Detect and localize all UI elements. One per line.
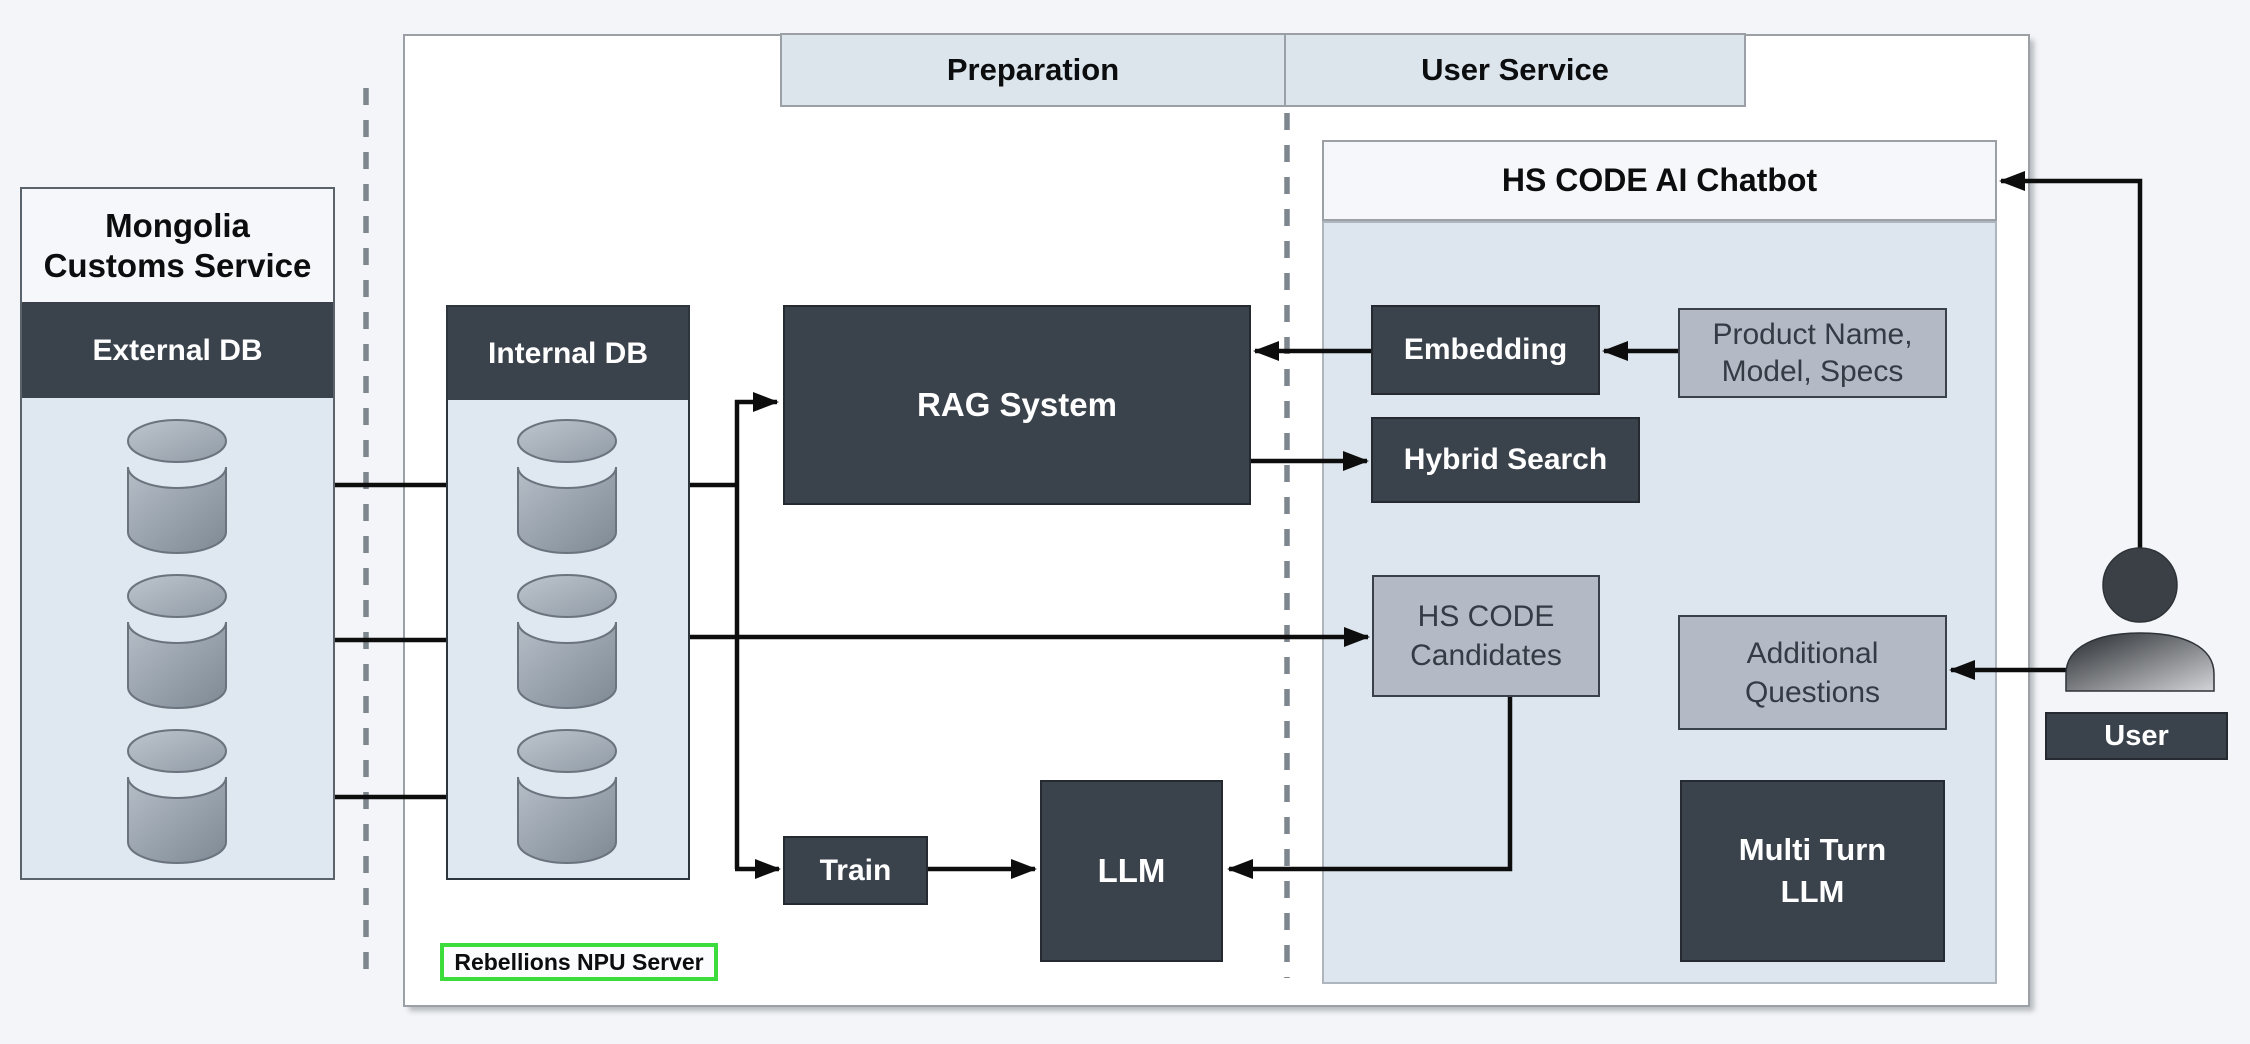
npu-server-label: Rebellions NPU Server [454, 948, 704, 975]
internal-db-label: Internal DB [487, 336, 649, 370]
multi-turn-llm-node: Multi Turn LLM [1680, 780, 1945, 962]
chatbot-title: HS CODE AI Chatbot [1501, 162, 1818, 198]
user-icon [2065, 547, 2215, 692]
embedding-node: Embedding [1371, 305, 1600, 395]
internal-db-box: Internal DB [446, 305, 690, 880]
multi-turn-llm-label: Multi Turn LLM [1738, 832, 1887, 909]
train-label: Train [819, 853, 892, 887]
train-node: Train [783, 836, 928, 905]
product-input-node: Product Name, Model, Specs [1678, 308, 1947, 398]
product-input-label: Product Name, Model, Specs [1712, 317, 1913, 389]
section-header-user-service: User Service [1284, 33, 1746, 107]
mongolia-customs-title: Mongolia Customs Service [22, 189, 333, 304]
hs-code-candidates-node: HS CODE Candidates [1372, 575, 1600, 697]
external-db-label: External DB [92, 334, 263, 367]
section-header-preparation: Preparation [780, 33, 1286, 107]
additional-questions-node: Additional Questions [1678, 615, 1947, 730]
chatbot-panel-header: HS CODE AI Chatbot [1322, 140, 1997, 221]
mongolia-customs-box: Mongolia Customs Service External DB [20, 187, 335, 880]
hybrid-search-node: Hybrid Search [1371, 417, 1640, 503]
internal-db-band: Internal DB [448, 307, 688, 400]
llm-label: LLM [1097, 852, 1166, 889]
user-service-label: User Service [1421, 52, 1609, 87]
hs-code-candidates-label: HS CODE Candidates [1410, 600, 1562, 672]
external-db-band: External DB [22, 304, 333, 398]
rag-system-node: RAG System [783, 305, 1251, 505]
llm-node: LLM [1040, 780, 1223, 962]
preparation-label: Preparation [946, 52, 1120, 87]
mongolia-title-text: Mongolia Customs Service [43, 206, 312, 284]
hybrid-search-label: Hybrid Search [1403, 443, 1608, 476]
user-badge: User [2045, 712, 2228, 760]
rag-system-label: RAG System [917, 386, 1117, 423]
additional-questions-label: Additional Questions [1744, 636, 1881, 709]
npu-server-badge: Rebellions NPU Server [440, 943, 718, 981]
embedding-label: Embedding [1403, 333, 1568, 366]
user-badge-label: User [2104, 719, 2169, 752]
